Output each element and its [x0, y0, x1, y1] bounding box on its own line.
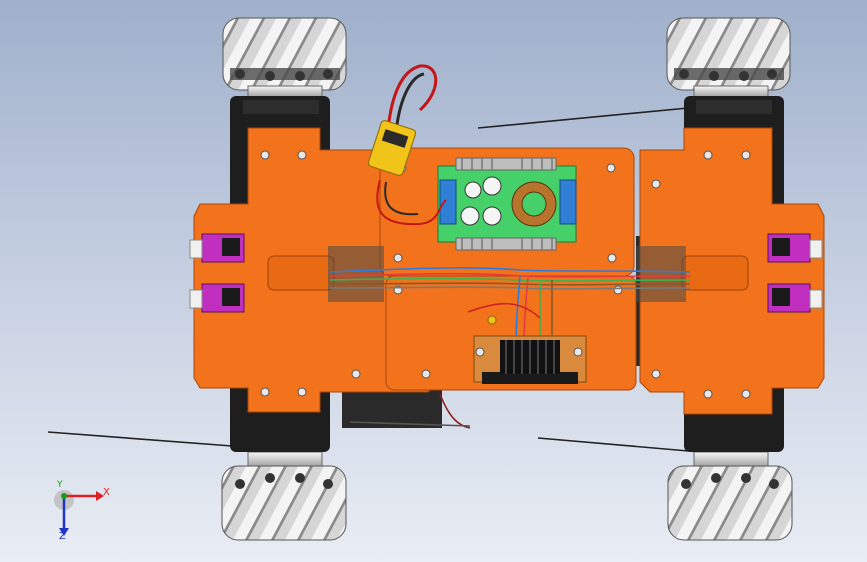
x-axis-arrowhead [96, 491, 104, 501]
wheel-rear-left[interactable] [221, 451, 347, 541]
x-axis-label: X [103, 487, 110, 498]
wheel-front-right[interactable] [666, 17, 791, 99]
controller-board[interactable] [473, 335, 587, 384]
coordinate-triad [54, 490, 104, 536]
motor-driver-left-upper[interactable] [189, 233, 245, 263]
y-axis-label: Y [57, 480, 63, 490]
power-leads [376, 64, 447, 226]
axle-left [267, 246, 384, 302]
motor-driver-right-lower[interactable] [767, 283, 823, 313]
motor-driver-left-lower[interactable] [189, 283, 245, 313]
axle-right [636, 246, 749, 302]
y-axis-dot [61, 493, 67, 499]
indicator-led [487, 315, 497, 325]
xt60-connector[interactable] [367, 120, 416, 177]
z-axis-arrowhead [59, 528, 69, 536]
wheel-front-left[interactable] [222, 17, 347, 99]
lower-bracket [342, 388, 442, 428]
wiring-harness [329, 267, 691, 429]
dc-converter-board[interactable] [437, 157, 577, 251]
z-axis-label: Z [59, 531, 66, 542]
wheel-rear-right[interactable] [667, 451, 793, 541]
motor-driver-right-upper[interactable] [767, 233, 823, 263]
